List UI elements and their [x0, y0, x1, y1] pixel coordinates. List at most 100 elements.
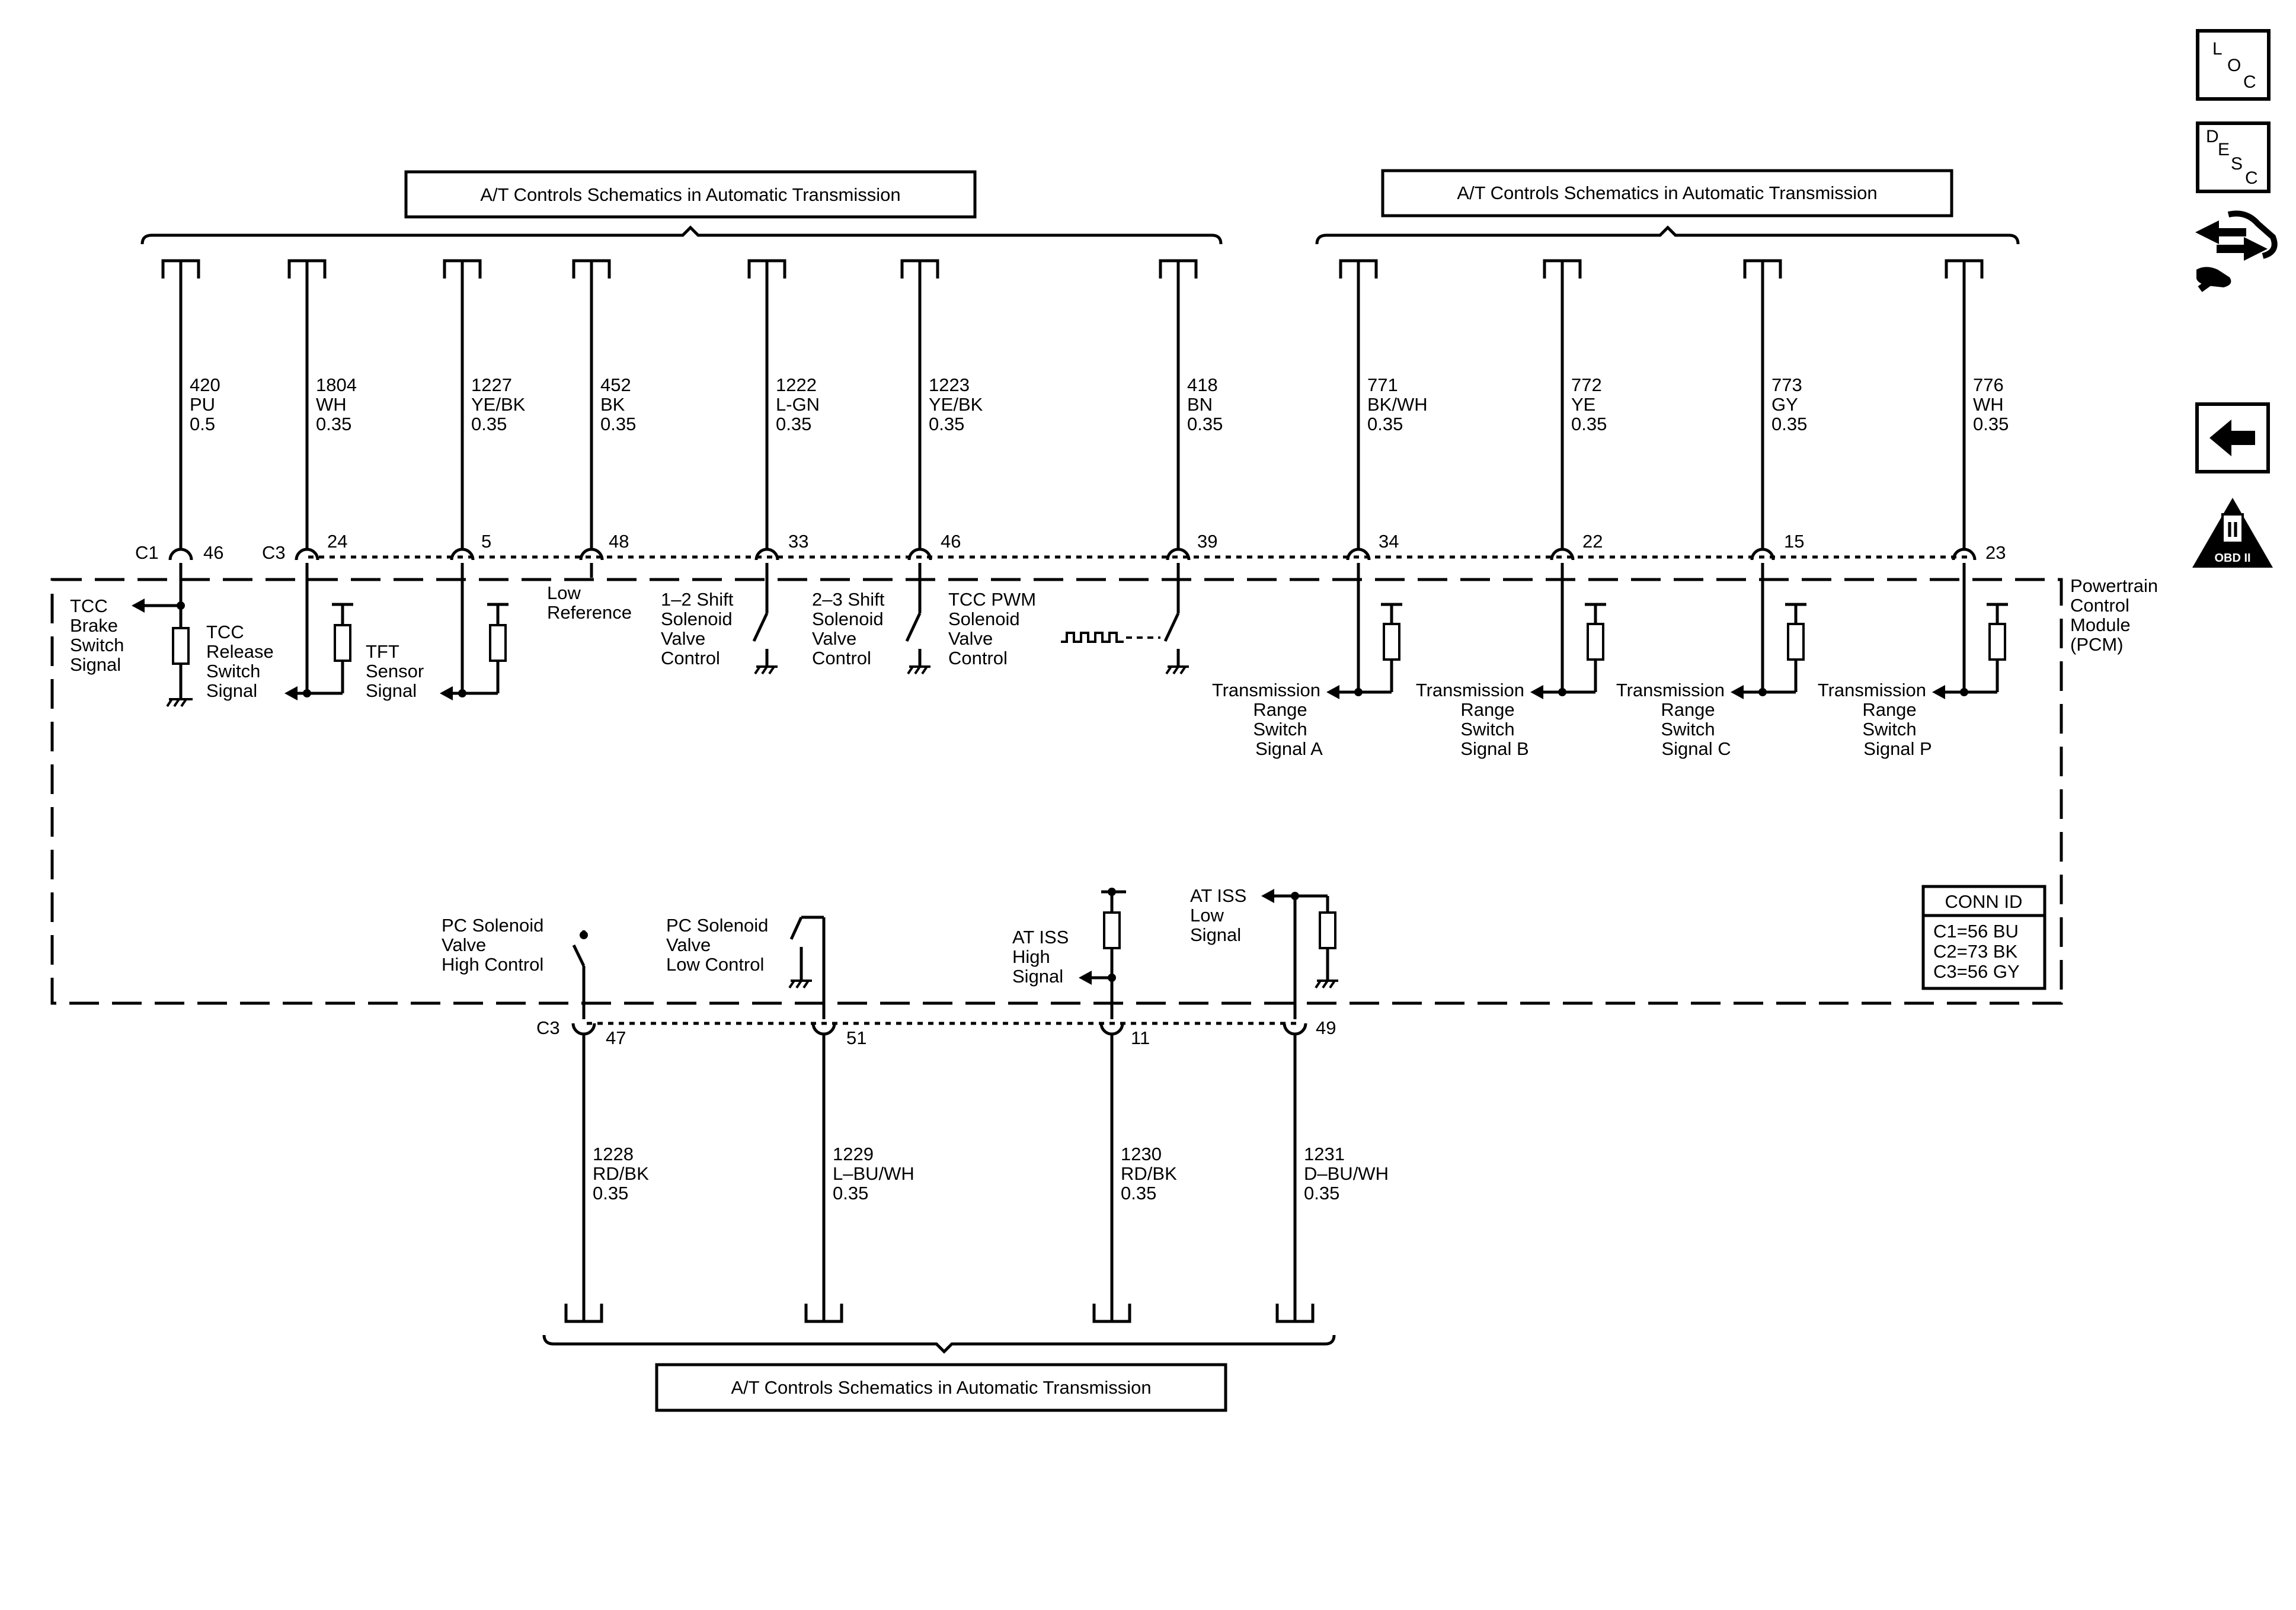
- circuit-label-1: Low: [547, 582, 581, 603]
- title-box-bottom[interactable]: A/T Controls Schematics in Automatic Tra…: [655, 1363, 1227, 1412]
- wire-1228[interactable]: 1228 RD/BK 0.35 C3 47: [536, 1017, 649, 1323]
- circuit-label-2: Release: [206, 641, 274, 662]
- pcm-circuit-tft-sensor: TFT Sensor Signal: [366, 563, 509, 701]
- obd-ii-button[interactable]: II OBD II: [2192, 498, 2273, 568]
- desc-letter-c: C: [2245, 168, 2258, 188]
- wire-418[interactable]: 418 BN 0.35 39: [1159, 259, 1223, 561]
- repair-procedure-icon[interactable]: [2195, 210, 2278, 292]
- wire-gauge: 0.35: [1187, 414, 1223, 434]
- circuit-label-2: Range: [1460, 699, 1514, 720]
- circuit-label-4: Signal B: [1460, 738, 1528, 759]
- wire-773[interactable]: 773 GY 0.35 15: [1743, 259, 1807, 561]
- pcm-circuit-tcc-pwm: TCC PWM Solenoid Valve Control: [948, 563, 1189, 675]
- circuit-label-2: Sensor: [366, 661, 424, 681]
- wire-circuit: 418: [1187, 375, 1218, 395]
- wire-color: WH: [1973, 394, 2004, 415]
- wire-452[interactable]: 452 BK 0.35 48: [572, 259, 636, 561]
- wire-circuit: 1229: [833, 1144, 874, 1164]
- wire-gauge: 0.35: [1304, 1183, 1339, 1204]
- wire-gauge: 0.35: [600, 414, 636, 434]
- circuit-label-1: Transmission: [1616, 680, 1725, 700]
- wire-1227[interactable]: 1227 YE/BK 0.35 5: [443, 259, 526, 561]
- wire-gauge: 0.35: [833, 1183, 868, 1204]
- loc-letter-c: C: [2243, 72, 2256, 92]
- wire-776[interactable]: 776 WH 0.35 23: [1945, 259, 2009, 563]
- wire-420[interactable]: 420 PU 0.5 C1 46: [135, 259, 223, 563]
- pcm-circuit-pc-high: PC Solenoid Valve High Control: [442, 915, 588, 1019]
- title-box-top-left-text: A/T Controls Schematics in Automatic Tra…: [480, 184, 900, 205]
- desc-button[interactable]: D E S C: [2196, 121, 2271, 193]
- bracket-top-right: [1315, 225, 2020, 245]
- wire-1231[interactable]: 1231 D–BU/WH 0.35 49: [1275, 1017, 1389, 1323]
- loc-button[interactable]: L O C: [2196, 29, 2271, 101]
- circuit-label-2: Low: [1190, 905, 1224, 926]
- circuit-label-2: Reference: [547, 602, 632, 623]
- circuit-label-3: Switch: [70, 635, 124, 655]
- circuit-label-3: Signal: [366, 680, 417, 701]
- wire-circuit: 772: [1571, 375, 1602, 395]
- circuit-label-4: Control: [948, 648, 1008, 668]
- circuit-label-2: Range: [1253, 699, 1307, 720]
- pcm-label-line-1: Powertrain: [2070, 575, 2158, 596]
- bracket-bottom: [542, 1334, 1336, 1354]
- conn-id-title: CONN ID: [1945, 891, 2023, 912]
- wire-1230[interactable]: 1230 RD/BK 0.35 11: [1092, 1023, 1177, 1323]
- pin-number: 33: [788, 531, 808, 552]
- circuit-label-1: TFT: [366, 641, 399, 662]
- circuit-label-1: TCC PWM: [948, 589, 1036, 610]
- pin-number: 5: [481, 531, 491, 552]
- wire-circuit: 1228: [593, 1144, 634, 1164]
- circuit-label-3: Valve: [812, 628, 856, 649]
- connector-label: C1: [135, 542, 159, 563]
- circuit-label-2: High: [1012, 946, 1050, 967]
- loc-letter-o: O: [2227, 56, 2241, 75]
- circuit-label-3: Switch: [1862, 719, 1916, 740]
- wire-gauge: 0.35: [1121, 1183, 1156, 1204]
- wire-color: RD/BK: [1121, 1163, 1177, 1184]
- circuit-label-2: Brake: [70, 615, 118, 636]
- pcm-circuit-range-a: Transmission Range Switch Signal A: [1212, 563, 1402, 759]
- pcm-circuit-2-3-shift: 2–3 Shift Solenoid Valve Control: [812, 563, 930, 675]
- wire-circuit: 1223: [929, 375, 970, 395]
- title-box-top-left[interactable]: A/T Controls Schematics in Automatic Tra…: [404, 170, 977, 219]
- wire-color: YE/BK: [471, 394, 526, 415]
- pin-number: 39: [1197, 531, 1217, 552]
- wire-color: BN: [1187, 394, 1213, 415]
- circuit-label-2: Valve: [666, 934, 711, 955]
- circuit-label-3: Switch: [1253, 719, 1307, 740]
- circuit-label-2: Range: [1661, 699, 1715, 720]
- circuit-label-2: Valve: [442, 934, 486, 955]
- circuit-label-3: Signal: [1012, 966, 1063, 987]
- back-arrow-button[interactable]: [2195, 402, 2270, 473]
- pin-number: 47: [606, 1028, 626, 1048]
- wire-1222[interactable]: 1222 L-GN 0.35 33: [747, 259, 820, 561]
- wire-1229[interactable]: 1229 L–BU/WH 0.35 51: [804, 1023, 914, 1323]
- wire-772[interactable]: 772 YE 0.35 22: [1543, 259, 1607, 561]
- wire-gauge: 0.35: [316, 414, 351, 434]
- conn-id-c2: C2=73 BK: [1933, 941, 2018, 962]
- wire-circuit: 420: [190, 375, 220, 395]
- wire-circuit: 771: [1367, 375, 1398, 395]
- conn-id-c3: C3=56 GY: [1933, 961, 2020, 982]
- pin-number: 22: [1582, 531, 1603, 552]
- wire-1223[interactable]: 1223 YE/BK 0.35 46: [900, 259, 983, 561]
- circuit-label-4: Control: [661, 648, 720, 668]
- title-box-top-right[interactable]: A/T Controls Schematics in Automatic Tra…: [1381, 169, 1953, 217]
- circuit-label-4: Signal P: [1863, 738, 1932, 759]
- wire-color: L–BU/WH: [833, 1163, 914, 1184]
- pin-number: 49: [1316, 1017, 1336, 1038]
- circuit-label-4: Signal: [70, 654, 121, 675]
- wire-771[interactable]: 771 BK/WH 0.35 34: [1339, 259, 1428, 561]
- pcm-circuit-range-c: Transmission Range Switch Signal C: [1616, 563, 1806, 759]
- pcm-circuit-at-iss-high: AT ISS High Signal: [1012, 888, 1126, 1019]
- circuit-label-3: Switch: [1460, 719, 1514, 740]
- wire-1804[interactable]: 1804 WH 0.35 C3 24: [262, 259, 357, 563]
- wire-color: D–BU/WH: [1304, 1163, 1389, 1184]
- pin-number: 46: [203, 542, 223, 563]
- loc-letter-l: L: [2212, 39, 2223, 59]
- title-box-bottom-text: A/T Controls Schematics in Automatic Tra…: [731, 1377, 1151, 1398]
- wire-color: YE: [1571, 394, 1595, 415]
- circuit-label-3: Valve: [948, 628, 993, 649]
- wire-gauge: 0.35: [471, 414, 507, 434]
